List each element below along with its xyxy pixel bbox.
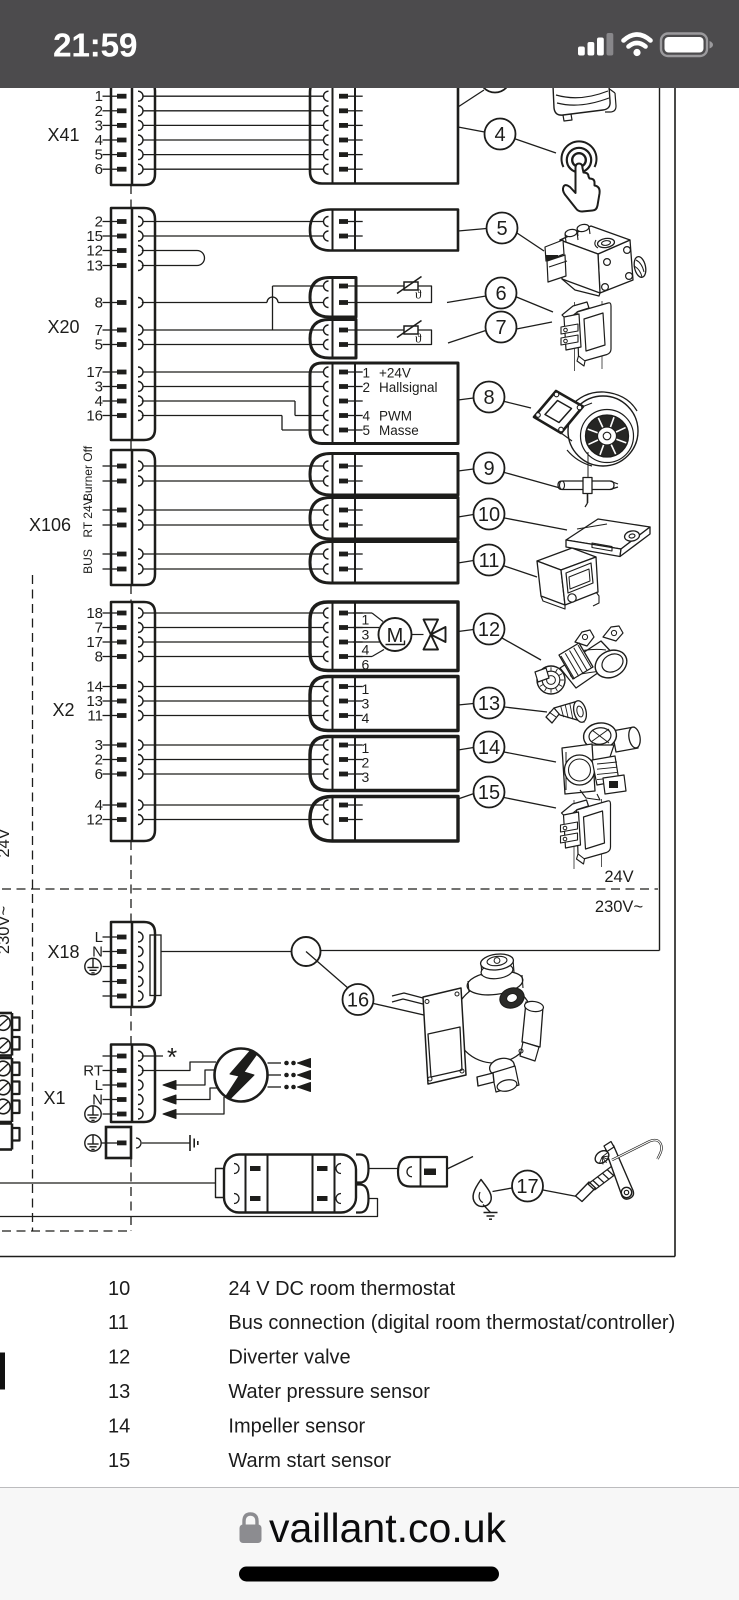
svg-text:8: 8 (483, 387, 494, 409)
svg-text:L: L (95, 929, 103, 946)
svg-text:Hallsignal: Hallsignal (379, 380, 438, 395)
svg-text:5: 5 (95, 147, 103, 164)
svg-text:4: 4 (362, 642, 370, 658)
svg-text:13: 13 (108, 1381, 130, 1403)
svg-text:+24V: +24V (379, 366, 411, 381)
svg-text:230V~: 230V~ (0, 906, 13, 954)
svg-text:6: 6 (95, 766, 103, 783)
svg-text:17: 17 (516, 1176, 538, 1198)
svg-text:15: 15 (478, 782, 500, 804)
svg-text:12: 12 (108, 1347, 130, 1369)
svg-text:ϑ: ϑ (415, 331, 422, 346)
svg-text:N: N (92, 944, 103, 961)
svg-text:2: 2 (95, 214, 103, 231)
svg-text:RT 24V: RT 24V (81, 497, 95, 537)
svg-text:Burner Off: Burner Off (81, 445, 95, 501)
svg-text:3: 3 (95, 737, 103, 754)
svg-text:14: 14 (478, 737, 500, 759)
svg-text:X2: X2 (52, 700, 74, 720)
svg-text:5: 5 (95, 337, 103, 354)
svg-text:X20: X20 (47, 317, 79, 337)
svg-text:6: 6 (95, 161, 103, 178)
svg-text:24 V DC room thermostat: 24 V DC room thermostat (228, 1278, 455, 1300)
svg-text:5: 5 (496, 218, 507, 240)
svg-text:13: 13 (86, 258, 103, 275)
svg-text:3: 3 (362, 769, 370, 785)
svg-text:3: 3 (362, 696, 370, 712)
svg-text:5: 5 (363, 423, 371, 438)
svg-text:3: 3 (95, 117, 103, 134)
svg-text:2: 2 (95, 752, 103, 769)
svg-text:Water pressure sensor: Water pressure sensor (228, 1381, 430, 1403)
svg-text:3: 3 (362, 627, 370, 643)
svg-text:13: 13 (86, 693, 103, 710)
svg-text:14: 14 (108, 1415, 130, 1437)
svg-text:4: 4 (95, 797, 103, 814)
svg-text:RT: RT (83, 1063, 103, 1080)
svg-text:L: L (95, 1077, 103, 1094)
svg-text:18: 18 (86, 605, 103, 622)
svg-text:7: 7 (495, 317, 506, 339)
svg-text:X1: X1 (43, 1088, 65, 1108)
svg-text:X18: X18 (47, 942, 79, 962)
svg-text:1: 1 (95, 88, 103, 105)
svg-text:15: 15 (86, 228, 103, 245)
svg-text:9: 9 (483, 458, 494, 480)
svg-text:12: 12 (86, 243, 103, 260)
svg-text:ϑ: ϑ (415, 287, 422, 302)
svg-text:Impeller sensor: Impeller sensor (228, 1415, 365, 1437)
svg-text:3: 3 (95, 379, 103, 396)
svg-text:8: 8 (95, 649, 103, 666)
svg-text:11: 11 (87, 708, 103, 725)
svg-text:vaillant.co.uk: vaillant.co.uk (269, 1505, 507, 1551)
svg-text:Diverter valve: Diverter valve (228, 1347, 350, 1369)
svg-text:X41: X41 (47, 125, 79, 145)
svg-text:M: M (387, 625, 404, 647)
svg-text:12: 12 (478, 619, 500, 641)
svg-text:2: 2 (363, 380, 371, 395)
svg-text:24V: 24V (604, 868, 633, 886)
svg-text:4: 4 (363, 409, 371, 424)
svg-text:17: 17 (86, 364, 103, 381)
svg-text:16: 16 (86, 408, 103, 425)
svg-text:1: 1 (362, 681, 370, 697)
svg-text:*: * (167, 1042, 177, 1072)
svg-text:12: 12 (86, 812, 103, 829)
svg-text:Masse: Masse (379, 423, 419, 438)
svg-text:Bus connection (digital room t: Bus connection (digital room thermostat/… (228, 1312, 675, 1334)
svg-text:1: 1 (362, 612, 370, 628)
svg-text:Warm start sensor: Warm start sensor (228, 1450, 391, 1472)
svg-text:16: 16 (347, 990, 369, 1012)
svg-text:7: 7 (95, 322, 103, 339)
svg-text:6: 6 (495, 283, 506, 305)
svg-text:14: 14 (86, 679, 103, 696)
svg-text:7: 7 (95, 620, 103, 637)
svg-text:N: N (92, 1092, 103, 1109)
svg-text:8: 8 (95, 295, 103, 312)
svg-text:4: 4 (95, 393, 103, 410)
svg-text:1: 1 (363, 366, 371, 381)
svg-text:BUS: BUS (81, 549, 95, 574)
svg-text:2: 2 (95, 103, 103, 120)
svg-text:4: 4 (95, 132, 103, 149)
svg-text:6: 6 (362, 657, 370, 673)
svg-text:13: 13 (478, 693, 500, 715)
svg-text:230V~: 230V~ (595, 898, 643, 916)
svg-text:10: 10 (108, 1278, 130, 1300)
svg-text:17: 17 (86, 634, 103, 651)
svg-text:4: 4 (362, 710, 370, 726)
svg-text:X106: X106 (29, 515, 71, 535)
svg-text:24V: 24V (0, 828, 13, 857)
svg-text:10: 10 (478, 504, 500, 526)
svg-text:11: 11 (479, 550, 500, 572)
svg-text:4: 4 (494, 124, 505, 146)
svg-text:15: 15 (108, 1450, 130, 1472)
svg-text:21:59: 21:59 (53, 28, 137, 65)
svg-text:1: 1 (362, 740, 370, 756)
svg-text:PWM: PWM (379, 409, 412, 424)
svg-text:2: 2 (362, 755, 370, 771)
svg-text:11: 11 (108, 1312, 129, 1334)
